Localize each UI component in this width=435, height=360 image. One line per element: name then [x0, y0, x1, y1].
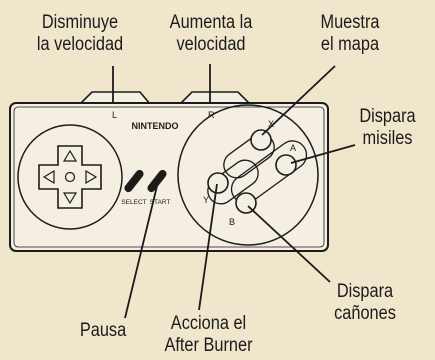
select-label: SELECT [121, 199, 146, 206]
dpad-up-arrow-icon [62, 149, 78, 162]
x-button-letter: X [268, 119, 274, 129]
r-button-letter: R [208, 110, 215, 120]
a-button-letter: A [290, 143, 296, 153]
start-label: START [150, 199, 171, 206]
speed-up-label: Aumenta la velocidad [169, 12, 253, 55]
b-a-button-track [230, 140, 308, 204]
b-button-letter: B [229, 217, 235, 227]
a-button [275, 154, 297, 176]
right-grip [177, 104, 319, 246]
x-button [250, 129, 272, 151]
y-b-button-track [207, 159, 259, 205]
dpad-center-icon [64, 171, 76, 183]
leader-line-missiles [290, 144, 356, 164]
dpad-icon [38, 145, 102, 209]
afterburner-label: Acciona el After Burner [164, 313, 253, 356]
y-button [207, 172, 229, 194]
leader-line-afterburner [198, 183, 218, 311]
dpad-down-arrow-icon [62, 192, 78, 205]
slow-down-label: Disminuye la velocidad [36, 12, 124, 55]
leader-line-pause [124, 185, 158, 319]
pause-label: Pausa [79, 320, 127, 341]
leader-line-cannons [247, 205, 331, 283]
y-button-letter: Y [203, 195, 209, 205]
left-grip [17, 124, 123, 230]
start-button [147, 169, 167, 193]
l-button-letter: L [112, 110, 117, 120]
fire-cannons-label: Dispara cañones [334, 281, 396, 324]
show-map-label: Muestra el mapa [320, 12, 380, 55]
leader-line-map [261, 65, 336, 136]
select-button [124, 169, 144, 193]
brand-logo-text: NINTENDO [132, 121, 179, 131]
dpad-right-arrow-icon [85, 169, 98, 185]
dpad-left-arrow-icon [42, 169, 55, 185]
controller-body-inner-edge [13, 106, 325, 248]
fire-missiles-label: Dispara misiles [359, 106, 416, 149]
